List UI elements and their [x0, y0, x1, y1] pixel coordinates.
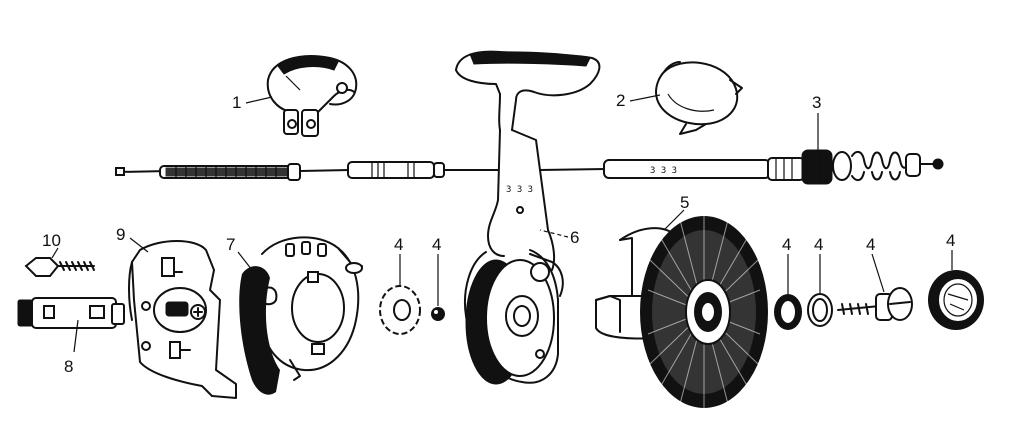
cable-assembly: 3 3 3	[115, 157, 805, 181]
part-clamp	[266, 55, 358, 137]
callout-6: 6	[570, 228, 579, 247]
callout-4-thumb-screw: 4	[866, 235, 875, 254]
part-adjuster	[801, 149, 944, 185]
cable-sleeve-marking: 3 3 3	[650, 166, 677, 176]
part-index-plate	[128, 240, 237, 399]
part-thumb-screw	[837, 287, 913, 321]
part-barrel-nut	[17, 297, 125, 329]
callout-5: 5	[680, 193, 689, 212]
part-washer-large	[379, 285, 421, 335]
part-ring-a	[774, 294, 802, 330]
callout-9: 9	[116, 225, 125, 244]
callout-4-ball: 4	[432, 235, 441, 254]
part-cap	[928, 270, 984, 330]
svg-text:3: 3	[252, 317, 257, 327]
callout-8: 8	[64, 357, 73, 376]
callout-4-ring-b: 4	[814, 235, 823, 254]
callout-2: 2	[616, 91, 625, 110]
callout-1: 1	[232, 93, 241, 112]
callout-4-washer: 4	[394, 235, 403, 254]
part-lever-hub	[464, 249, 564, 385]
part-ratchet-drum	[595, 216, 768, 408]
lever-marking: 3 3 3	[506, 185, 533, 195]
svg-text:5: 5	[250, 295, 255, 305]
callout-4-ring-a: 4	[782, 235, 791, 254]
part-band	[655, 61, 743, 135]
part-screw	[24, 257, 95, 277]
callout-3: 3	[812, 93, 821, 112]
callout-4-cap: 4	[946, 231, 955, 250]
part-cam-plate: 5 3 2	[239, 236, 363, 395]
part-shift-lever: 3 3 3	[455, 50, 601, 271]
part-ring-b	[807, 293, 833, 327]
leader-lines	[51, 94, 953, 353]
callout-10: 10	[42, 231, 61, 250]
callout-7: 7	[226, 235, 235, 254]
part-ball	[431, 307, 445, 321]
callout-labels: 1 2 3 4 4 4 4 4 4 5 6 7 8 9 10	[42, 91, 955, 376]
svg-text:2: 2	[256, 337, 261, 347]
